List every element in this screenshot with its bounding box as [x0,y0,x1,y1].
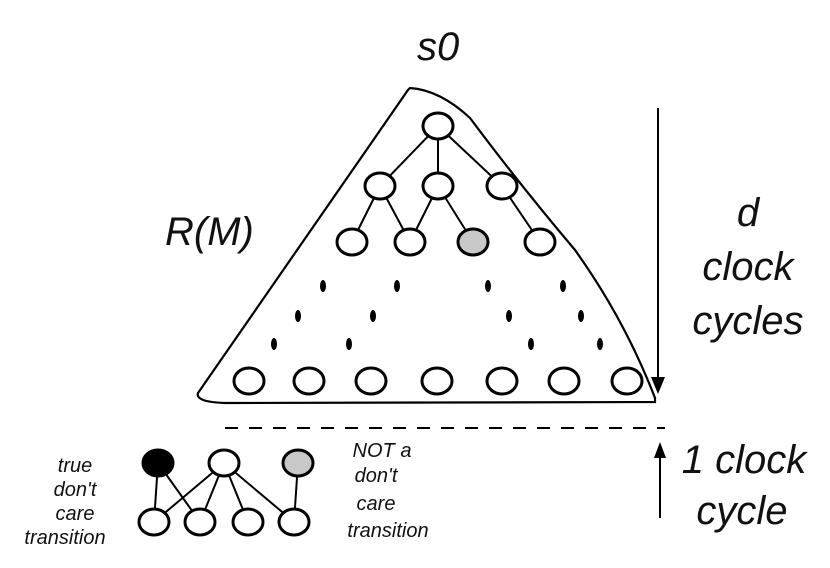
dot [506,310,512,322]
dot [320,280,326,292]
state-node [485,366,519,396]
state-node [335,227,369,257]
step-label-line2: cycle [696,489,787,533]
not-dc-label-line2: don't [355,465,399,487]
true-dc-label-line1: true [58,455,92,477]
dot [295,310,301,322]
state-node [393,227,427,257]
root-state-label: s0 [417,25,459,69]
transition-example-nodes [137,448,315,537]
dot [528,338,534,350]
dark-state-node [141,448,175,478]
tree-nodes [335,111,557,257]
dot [597,338,603,350]
state-node [354,366,388,396]
dot [394,280,400,292]
step-label-line1: 1 clock [682,438,808,482]
dot [560,280,566,292]
dot [578,310,584,322]
depth-arrow [651,108,665,394]
state-node [547,366,581,396]
state-node [363,171,397,201]
one-cycle-arrow [654,442,666,518]
state-node [485,171,519,201]
state-node [232,366,266,396]
depth-label-line2: clock [702,245,795,289]
not-dc-label-line3: care [357,493,396,515]
shaded-state-node [281,448,315,478]
not-dc-label-line4: transition [347,520,428,542]
dot [485,280,491,292]
reachable-set-label: R(M) [165,210,254,254]
not-dc-label-line1: NOT a [353,440,412,462]
state-node [523,227,557,257]
state-node [231,507,265,537]
dot [271,338,277,350]
state-node [137,507,171,537]
true-dc-label-line4: transition [24,527,105,549]
depth-label-line3: cycles [692,299,803,343]
state-node [207,448,241,478]
true-dc-label-line3: care [56,503,95,525]
true-dc-label-line2: don't [54,479,98,501]
initial-state-node [421,111,455,141]
ellipsis-dots [271,280,603,350]
depth-label-line1: d [737,191,761,235]
state-node [292,366,326,396]
reachable-set-outline [196,86,657,405]
state-node [421,171,455,201]
shaded-state-node [456,227,490,257]
state-node [420,366,454,396]
state-node [183,507,217,537]
dot [346,338,352,350]
state-node [277,507,311,537]
depth-d-nodes [232,366,644,396]
dot [370,310,376,322]
state-node [610,366,644,396]
